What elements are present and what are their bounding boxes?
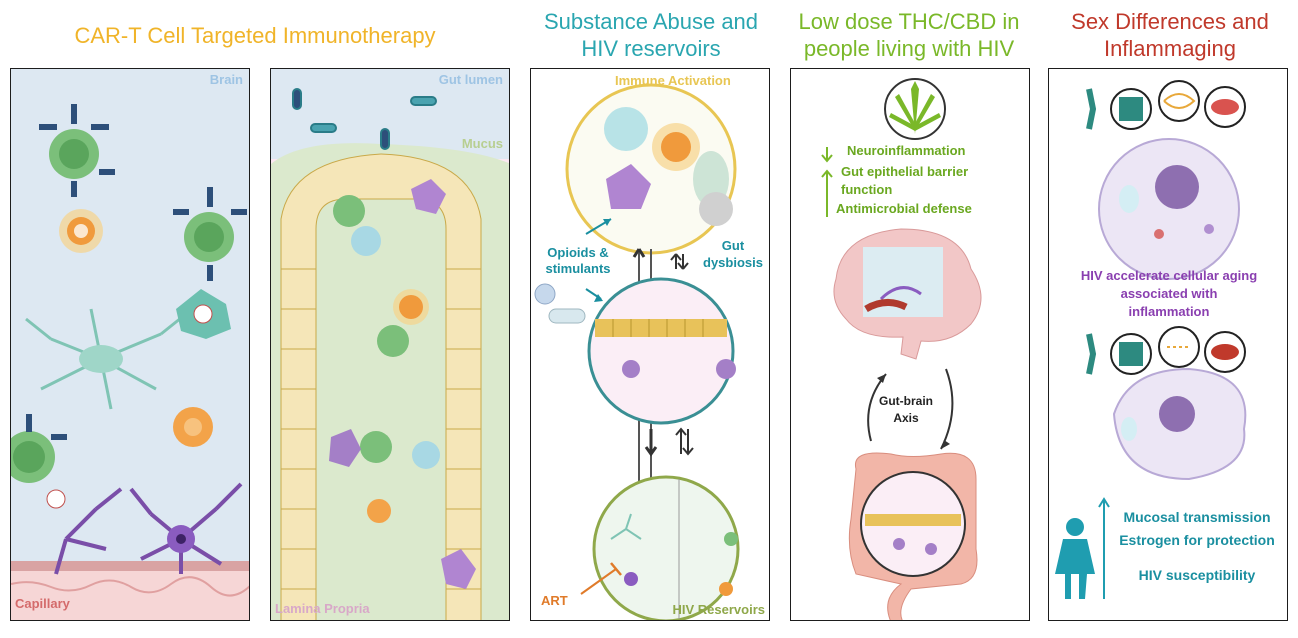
susceptibility-label: HIV susceptibility [1138,567,1256,583]
panel-thc: Neuroinflammation Gut epithelial barrier… [790,68,1030,621]
thc-illustration [821,78,982,620]
brain-illustration [11,104,249,620]
lamina-propria-label: Lamina Propria [275,601,370,616]
estrogen-label: Estrogen for protection [1119,532,1275,548]
title-substance: Substance Abuse and HIV reservoirs [543,9,759,61]
gut-illustration [271,69,509,620]
hiv-reservoirs-label: HIV Reservoirs [672,602,766,617]
gut-dysbiosis-label: Gut dysbiosis [703,238,763,270]
art-label: ART [541,593,568,608]
sex-illustration [1055,80,1247,599]
gut-lumen-label: Gut lumen [438,72,503,87]
mucus-label: Mucus [461,136,503,151]
neuroinflammation-label: Neuroinflammation [847,143,966,158]
accelerate-label: HIV accelerate cellular aging associated… [1080,268,1258,319]
capillary-label: Capillary [15,596,70,611]
antimicrobial-label: Antimicrobial defense [836,201,972,216]
title-sex: Sex Differences and Inflammaging [1071,9,1269,61]
barrier-label: Gut epithelial barrier function [841,164,969,197]
panel-sex: HIV accelerate cellular aging associated… [1048,68,1288,621]
panel-brain: Brain Capillary [10,68,250,621]
opioids-label: Opioids & stimulants [545,245,611,276]
panel-gut: Gut lumen Mucus Lamina Propria [270,68,510,621]
mucosal-label: Mucosal transmission [1123,509,1271,525]
brain-label: Brain [209,72,243,87]
gut-brain-axis-label: Gut-brain Axis [879,394,933,425]
substance-illustration [534,83,740,620]
title-thc: Low dose THC/CBD in people living with H… [798,9,1020,61]
panel-substance: Immune Activation Opioids & stimulants G… [530,68,770,621]
title-cart: CAR-T Cell Targeted Immunotherapy [74,23,436,48]
immune-activation-label: Immune Activation [615,73,731,88]
